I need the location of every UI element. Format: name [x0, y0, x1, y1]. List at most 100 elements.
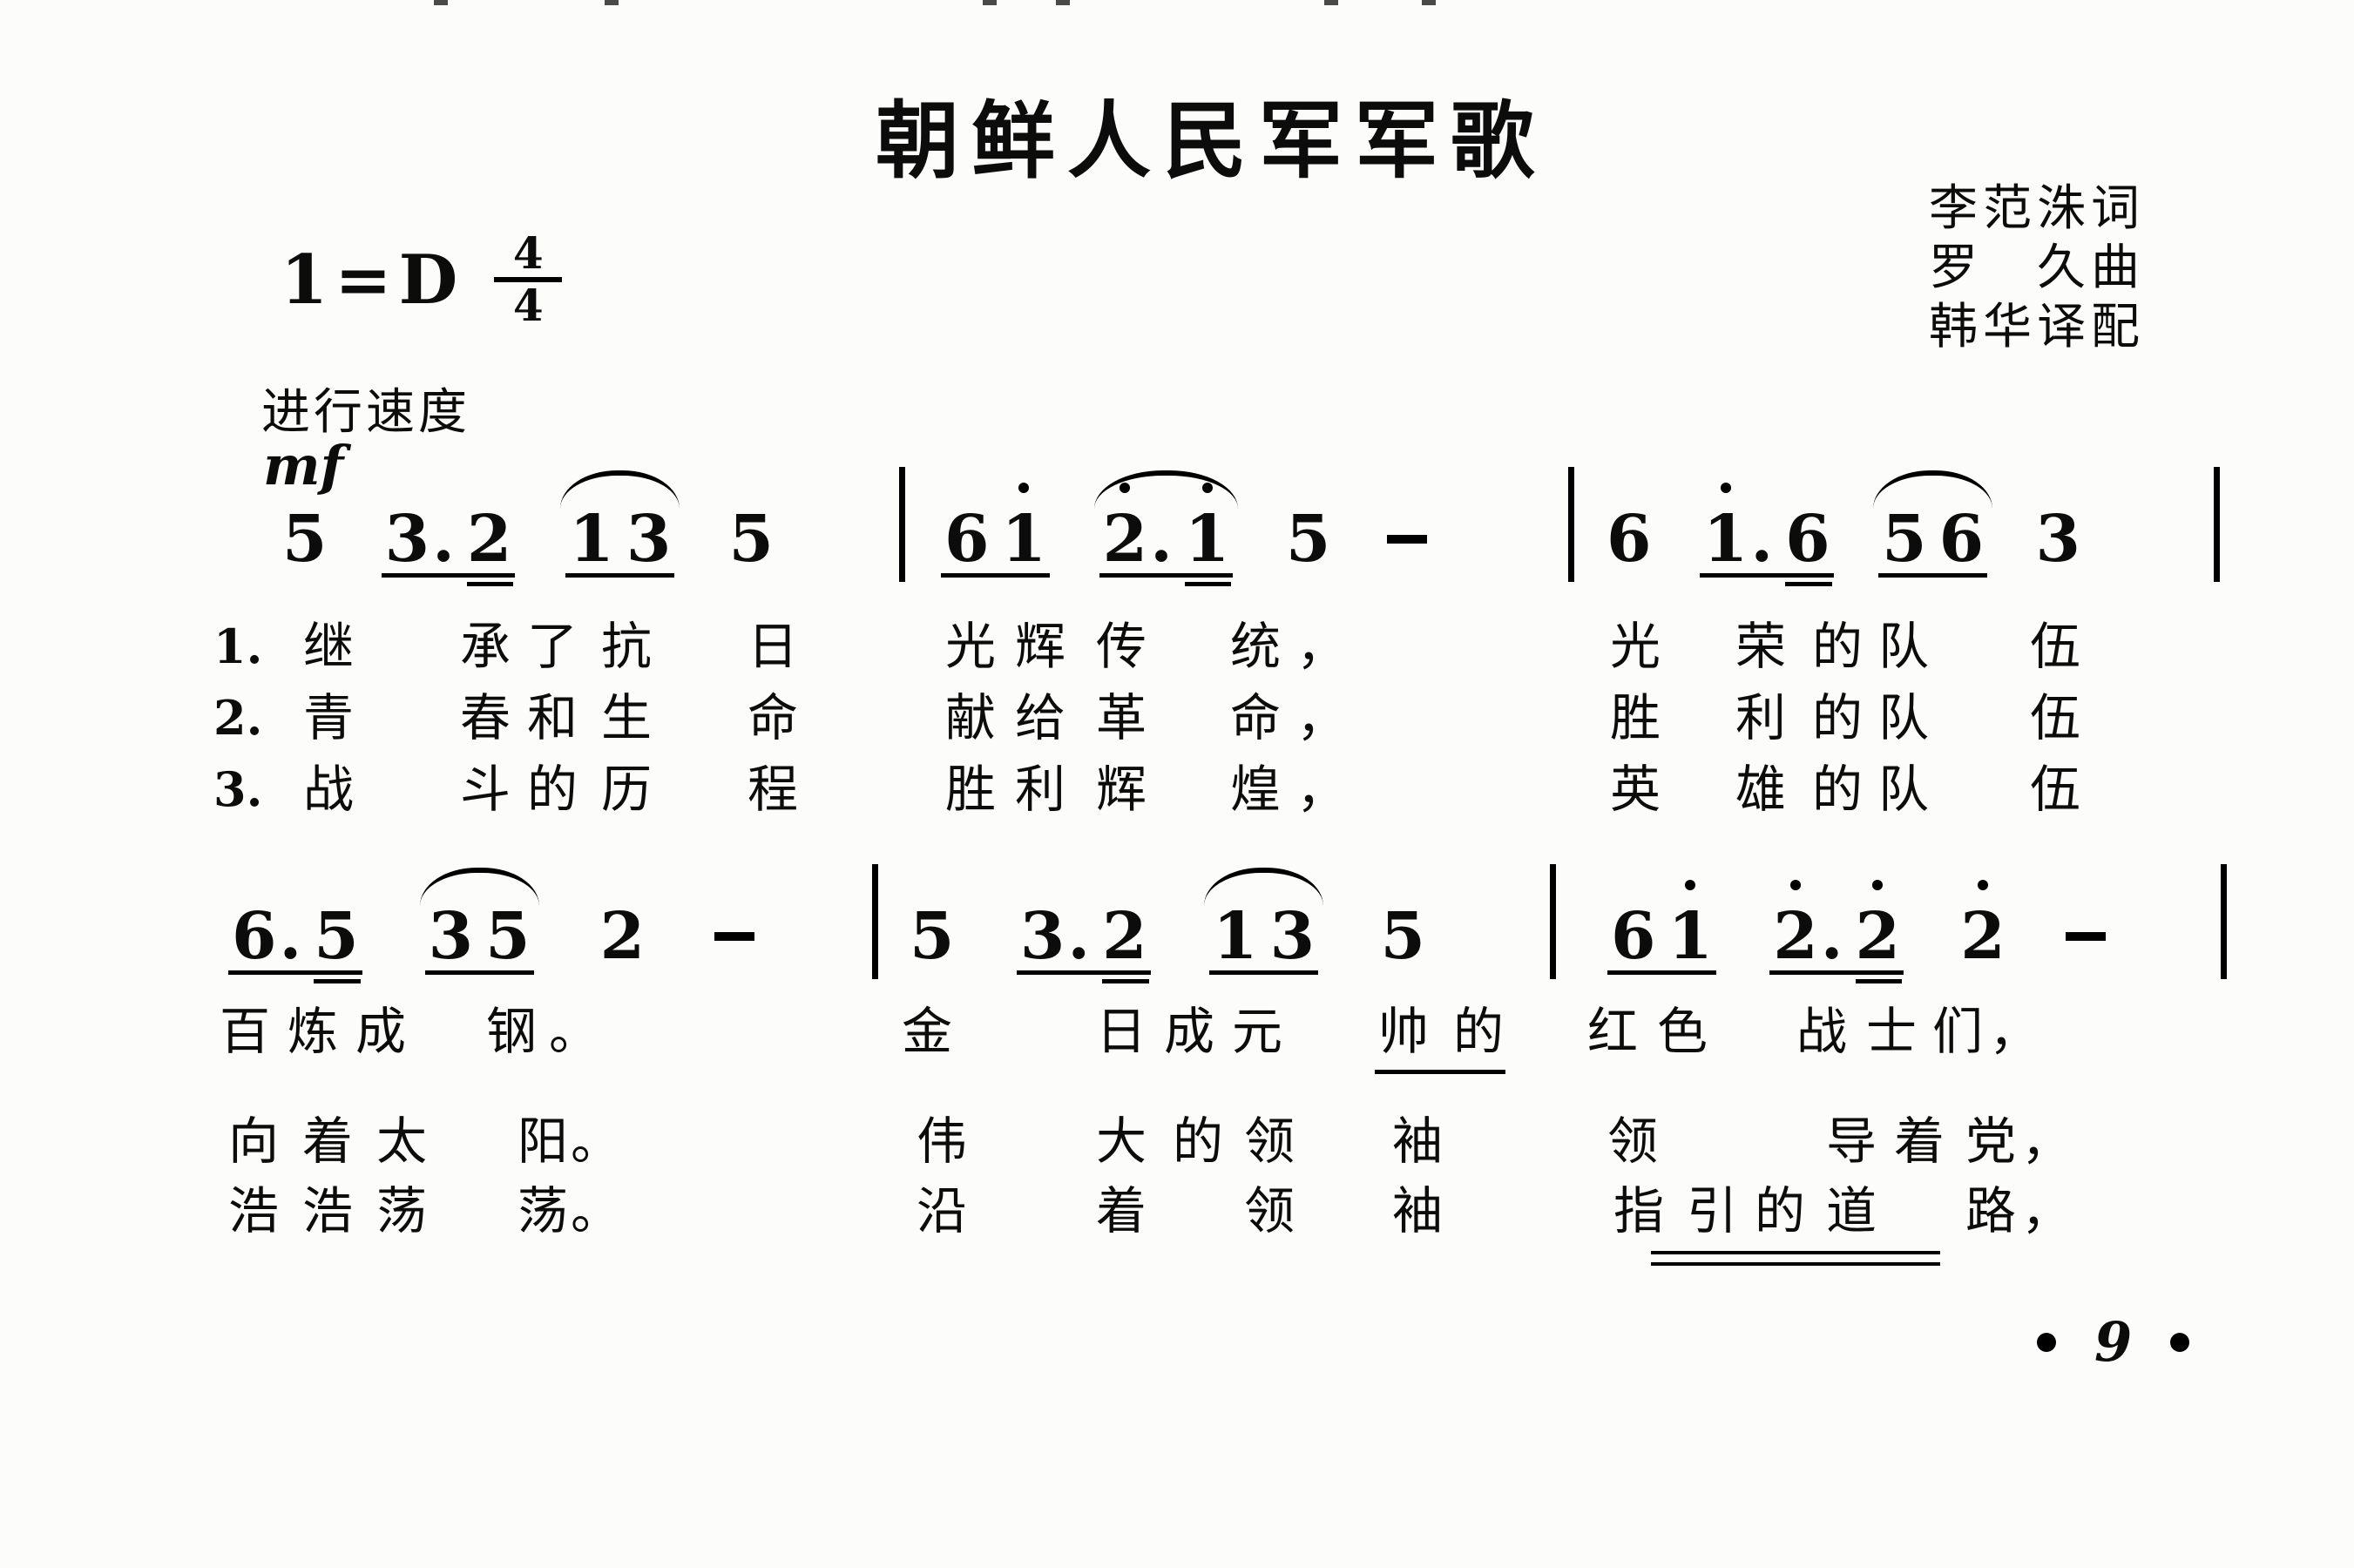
lyric-syllable: 着 [302, 1112, 354, 1171]
lyricist-credit: 李范洙词 [1929, 180, 2145, 237]
scan-artifact [1056, 0, 1070, 5]
note-group: 5 [906, 904, 958, 975]
note-digit: 2 [1855, 899, 1901, 974]
slur-arc [560, 470, 680, 509]
melisma-double-line-top [1651, 1251, 1940, 1254]
lyric-syllable: 辉 [1096, 760, 1147, 819]
note-digit: 5 [1882, 502, 1927, 577]
barline [872, 864, 878, 979]
lyric-syllable: 大 [1096, 1112, 1147, 1171]
note: 3 [626, 507, 672, 571]
beam-group: 2.1 [1099, 507, 1234, 586]
lyric-syllable: 。 [571, 1112, 622, 1171]
note-digit: 6 [1607, 502, 1652, 577]
duration-dot: . [1150, 502, 1173, 577]
dynamics-marking: mf [263, 434, 344, 497]
beam-group [711, 908, 758, 975]
note-group: 2.2 [1769, 904, 1904, 983]
beam-group [2062, 908, 2109, 975]
verse-number: 1. [213, 618, 263, 674]
scan-artifact [1422, 0, 1436, 5]
lyric-syllable: 着 [1894, 1112, 1945, 1171]
lyric-syllable: 。 [571, 1181, 622, 1240]
beam-group: 5 [279, 507, 331, 578]
note: 3 [2035, 507, 2080, 571]
lyric-syllable: 抗 [601, 617, 653, 676]
note: 5 [282, 507, 328, 571]
lyric-syllable: 引 [1687, 1181, 1738, 1240]
scan-artifact [434, 0, 448, 5]
lyric-syllable: 光 [945, 617, 997, 676]
scan-artifact [605, 0, 619, 5]
lyric-syllable: 的 [1453, 1002, 1505, 1061]
note: 1 [1213, 904, 1258, 969]
lyric-syllable: 辉 [1015, 617, 1066, 676]
verse-number: 2. [213, 690, 263, 746]
note: 6 [1611, 904, 1656, 969]
note-digit: 1 [1213, 899, 1258, 974]
lyric-syllable: 领 [1607, 1112, 1659, 1171]
note-digit: 6 [1785, 502, 1830, 577]
note-digit: 5 [728, 502, 775, 577]
note: 5 [729, 507, 775, 571]
lyric-syllable: 元 [1232, 1002, 1283, 1061]
note-group: 6 [1603, 507, 1655, 578]
lyric-syllable: 程 [747, 760, 799, 819]
melisma-double-line-bottom [1651, 1262, 1940, 1266]
lyric-syllable: 浩 [228, 1181, 280, 1240]
lyric-syllable: 领 [1244, 1181, 1295, 1240]
note-group: 2 [597, 904, 649, 975]
lyric-syllable: 斗 [460, 760, 511, 819]
lyric-syllable: 命 [747, 688, 799, 747]
time-signature: 4 4 [494, 232, 563, 328]
lyric-syllable: ， [1296, 688, 1348, 747]
lyric-syllable: 承 [460, 617, 511, 676]
lyric-syllable: 胜 [1610, 688, 1661, 747]
note: 3. [385, 507, 455, 571]
note-digit: 2 [1960, 899, 2006, 974]
note-digit: 2 [599, 899, 646, 974]
beam-group: 5 [726, 507, 778, 578]
note-digit: 3 [384, 502, 430, 577]
note-digit: 3 [2035, 502, 2080, 577]
barline [1550, 864, 1556, 979]
note-digit: 1 [1184, 502, 1230, 577]
lyric-syllable: 沿 [917, 1181, 968, 1240]
note-digit: 3 [1019, 899, 1065, 974]
lyric-syllable: 袖 [1392, 1112, 1444, 1171]
lyric-syllable: 荡 [517, 1181, 569, 1240]
duration-dot: . [279, 899, 302, 974]
note-group: 5 [726, 507, 778, 578]
note-group [2062, 908, 2109, 975]
note-digit: 1 [1667, 899, 1714, 974]
lyric-syllable: 路 [1965, 1181, 2017, 1240]
note-group: 2.1 [1093, 470, 1239, 586]
lyric-syllable: 春 [460, 688, 511, 747]
note-group: 2 [1957, 904, 2009, 975]
lyric-syllable: 党 [1965, 1112, 2017, 1171]
slur-arc [1873, 470, 1993, 509]
lyric-syllable: 导 [1826, 1112, 1877, 1171]
lyric-syllable: 的 [1812, 760, 1864, 819]
note: 1 [1002, 507, 1047, 571]
beam-group: 5 [1282, 507, 1335, 578]
scan-artifact [983, 0, 997, 5]
lyric-syllable: 英 [1610, 760, 1661, 819]
verse-number: 3. [213, 761, 263, 817]
note-group [711, 908, 758, 975]
note-digit: 6 [1611, 899, 1656, 974]
note: 6 [1607, 507, 1652, 571]
slur-arc [1204, 868, 1324, 906]
note-digit: 5 [314, 899, 359, 974]
lyric-syllable: 着 [1096, 1181, 1147, 1240]
